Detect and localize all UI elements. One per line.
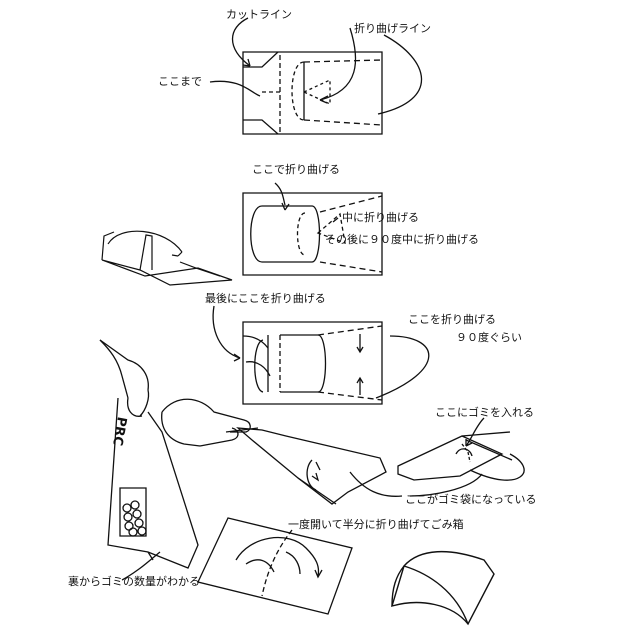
folded-box-sketch — [0, 0, 640, 640]
diagram-canvas: カットライン 折り曲げライン ここまで ここで折り曲 — [0, 0, 640, 640]
